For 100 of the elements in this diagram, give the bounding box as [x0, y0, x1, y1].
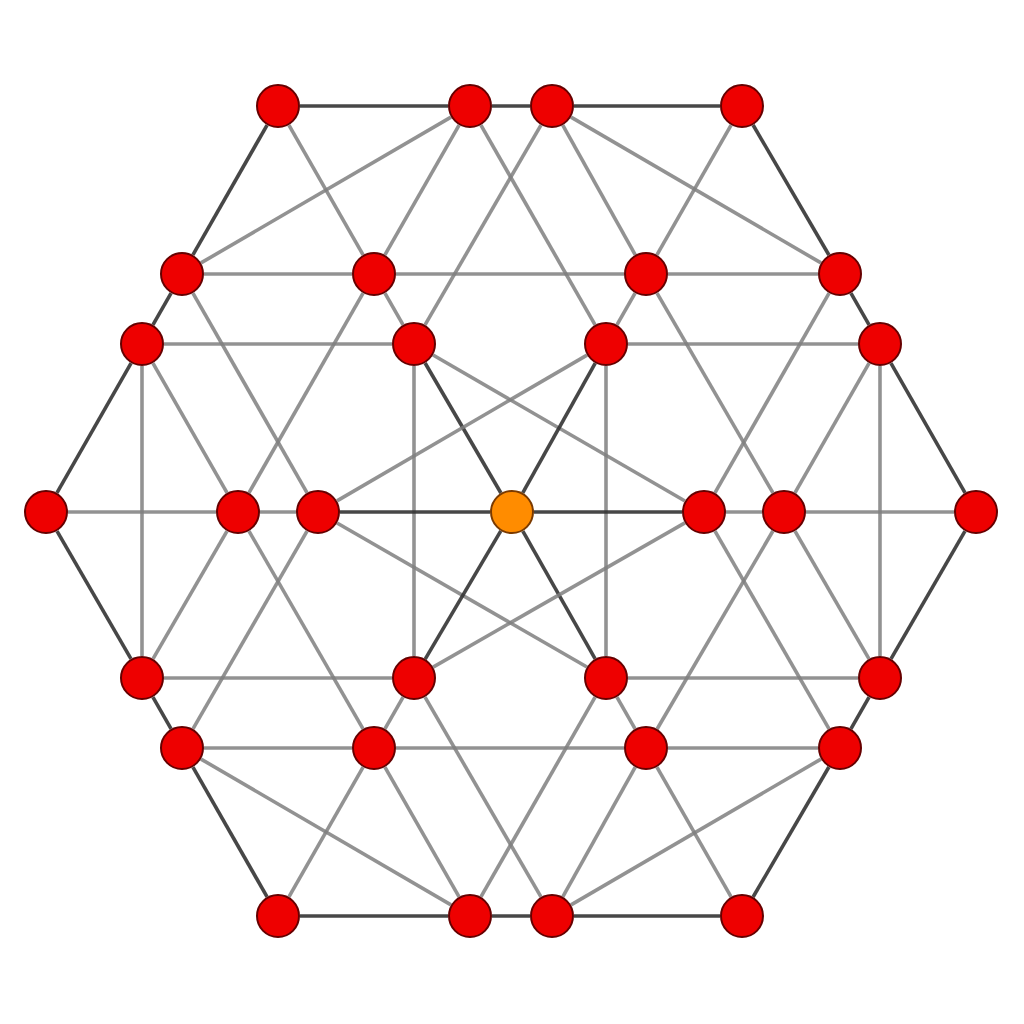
- connector-line: [655, 766, 733, 898]
- connector-line: [68, 510, 216, 514]
- connector-line: [479, 696, 597, 898]
- connector-line: [726, 510, 762, 514]
- connector-line: [336, 353, 588, 503]
- connector-line: [479, 124, 597, 326]
- connector-line: [655, 124, 733, 256]
- connector-line: [521, 362, 597, 494]
- connector-line: [570, 115, 822, 265]
- vertex-circle: [720, 894, 764, 938]
- vertex-circle: [530, 84, 574, 128]
- connector-line: [615, 292, 637, 326]
- connector-line: [534, 510, 682, 514]
- connector-line: [849, 292, 871, 326]
- connector-line: [336, 521, 588, 669]
- connector-line: [423, 696, 543, 898]
- connector-line: [849, 696, 871, 730]
- vertex-circle: [160, 252, 204, 296]
- connector-line: [655, 530, 775, 730]
- vertex-circle: [584, 322, 628, 366]
- vertex-circle: [256, 84, 300, 128]
- connector-line: [247, 530, 365, 730]
- connector-line: [668, 746, 818, 750]
- vertex-circle: [818, 726, 862, 770]
- connector-line: [713, 292, 831, 494]
- connector-line: [423, 362, 503, 494]
- vertex-circle: [448, 894, 492, 938]
- connector-line: [570, 757, 822, 907]
- connector-line: [889, 362, 967, 494]
- connector-line: [164, 342, 392, 346]
- connector-line: [287, 766, 365, 898]
- connector-line: [55, 362, 133, 494]
- vertex-circle: [584, 656, 628, 700]
- connector-line: [561, 124, 637, 256]
- connector-line: [204, 272, 352, 276]
- connector-line: [655, 292, 775, 494]
- connector-line: [713, 530, 831, 730]
- connector-line: [604, 366, 608, 656]
- connector-line: [423, 124, 543, 326]
- connector-line: [191, 292, 309, 494]
- connector-line: [200, 757, 452, 907]
- vertex-circle: [392, 656, 436, 700]
- vertex-circle: [720, 84, 764, 128]
- connector-line: [140, 366, 144, 656]
- vertex-circle: [216, 490, 260, 534]
- connector-line: [628, 342, 858, 346]
- vertex-circle: [530, 894, 574, 938]
- connector-line: [751, 124, 831, 256]
- connector-line: [340, 510, 490, 514]
- vertex-circle: [120, 322, 164, 366]
- connector-line: [191, 124, 269, 256]
- connector-line: [151, 696, 173, 730]
- connector-line: [164, 676, 392, 680]
- vertex-circle: [352, 726, 396, 770]
- connector-line: [383, 124, 461, 256]
- connector-line: [383, 696, 405, 730]
- connector-line: [55, 530, 133, 660]
- vertex-circle: [24, 490, 68, 534]
- connector-line: [151, 362, 229, 494]
- connector-line: [793, 362, 871, 494]
- vertex-circle: [448, 84, 492, 128]
- connector-line: [878, 366, 882, 656]
- connector-line: [432, 353, 686, 503]
- vertex-circle: [296, 490, 340, 534]
- connector-line: [204, 746, 352, 750]
- vertex-circle: [624, 252, 668, 296]
- vertex-circle: [762, 490, 806, 534]
- vertex-circle: [954, 490, 998, 534]
- connector-line: [191, 530, 309, 730]
- connector-line: [806, 510, 954, 514]
- connector-line: [423, 530, 503, 660]
- connector-line: [521, 530, 597, 660]
- connector-line: [574, 914, 720, 918]
- vertex-circle: [818, 252, 862, 296]
- connector-line: [574, 104, 720, 108]
- connector-line: [191, 766, 269, 898]
- connector-line: [492, 104, 530, 108]
- connector-line: [300, 914, 448, 918]
- vertex-circle: [256, 894, 300, 938]
- vertex-circle: [160, 726, 204, 770]
- connector-line: [668, 272, 818, 276]
- vertex-circle: [858, 322, 902, 366]
- connector-line: [383, 766, 461, 898]
- connector-line: [396, 272, 624, 276]
- connector-line: [300, 104, 448, 108]
- connector-line: [412, 366, 416, 656]
- connector-line: [247, 292, 365, 494]
- connector-line: [492, 914, 530, 918]
- connector-line: [889, 530, 967, 660]
- connector-line: [287, 124, 365, 256]
- vertex-circle: [682, 490, 726, 534]
- connector-line: [383, 292, 405, 326]
- connector-line: [151, 292, 173, 326]
- connector-line: [793, 530, 871, 660]
- connector-line: [751, 766, 831, 898]
- vertex-circle: [352, 252, 396, 296]
- connector-line: [628, 676, 858, 680]
- connector-line: [615, 696, 637, 730]
- vertex-circle: [858, 656, 902, 700]
- vertex-circle: [624, 726, 668, 770]
